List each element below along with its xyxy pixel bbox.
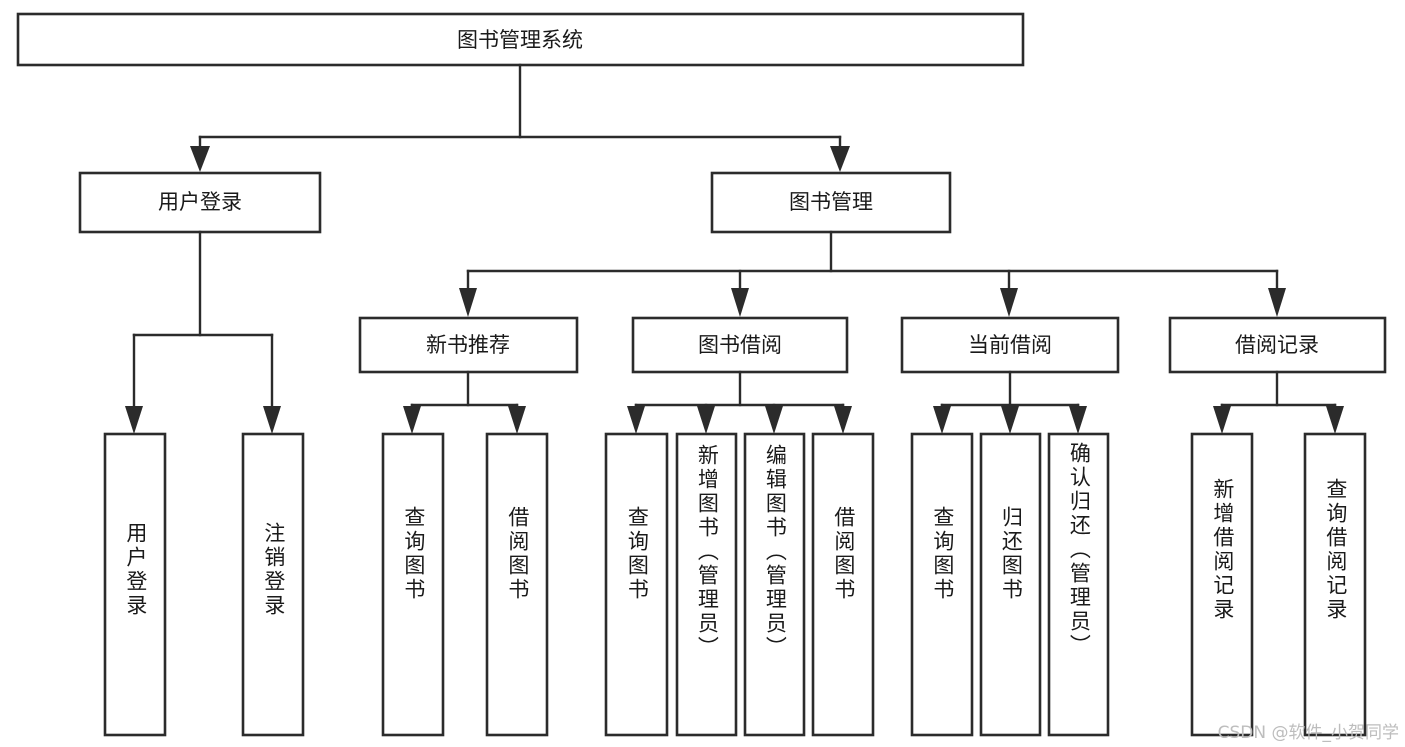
node-user-login-label: 用户登录 xyxy=(158,190,242,214)
node-root-box[interactable] xyxy=(16,12,1025,67)
node-book-borrow[interactable]: 图书借阅 xyxy=(631,316,849,374)
leaf-current-borrow-1[interactable]: 归还图书 xyxy=(981,434,1040,735)
leaf-user-login-0[interactable]: 用户登录 xyxy=(105,434,165,735)
arrow-head-icon xyxy=(1268,288,1286,317)
arrow-head-icon xyxy=(765,406,783,434)
arrow-head-icon xyxy=(731,288,749,317)
node-new-book-recommend-box[interactable] xyxy=(358,316,579,374)
leaf-book-borrow-2[interactable]: 编辑图书（管理员） xyxy=(745,434,804,735)
leaf-label-book-borrow-1: 新增图书（管理员） xyxy=(695,444,720,660)
node-borrow-record-label: 借阅记录 xyxy=(1235,333,1319,357)
leaf-book-borrow-3[interactable]: 借阅图书 xyxy=(813,434,873,735)
node-borrow-record[interactable]: 借阅记录 xyxy=(1168,316,1387,374)
leaf-user-login-1[interactable]: 注销登录 xyxy=(243,434,303,735)
arrow-head-icon xyxy=(403,406,421,434)
connector-user-login-to-leaves xyxy=(125,230,281,434)
leaf-new-book-0[interactable]: 查询图书 xyxy=(383,434,443,735)
leaf-box-borrow-record-0[interactable] xyxy=(1190,432,1254,737)
watermark: CSDN @软件_小贺同学 xyxy=(1217,723,1399,743)
leaf-borrow-record-1[interactable]: 查询借阅记录 xyxy=(1305,434,1365,735)
arrow-head-icon xyxy=(459,288,477,317)
arrow-head-icon xyxy=(933,406,951,434)
leaf-label-current-borrow-0: 查询图书 xyxy=(930,506,955,602)
leaf-box-book-borrow-0[interactable] xyxy=(604,432,669,737)
leaf-label-book-borrow-2: 编辑图书（管理员） xyxy=(763,444,788,660)
leaf-box-borrow-record-1[interactable] xyxy=(1303,432,1367,737)
connector-book-management-to-level3 xyxy=(459,230,1286,317)
arrow-head-icon xyxy=(125,406,143,434)
arrow-head-icon xyxy=(1326,406,1344,434)
arrow-head-icon xyxy=(1001,406,1019,434)
leaf-current-borrow-0[interactable]: 查询图书 xyxy=(912,434,972,735)
leaf-box-user-login-0[interactable] xyxy=(103,432,167,737)
node-root[interactable]: 图书管理系统 xyxy=(16,12,1025,67)
leaf-label-new-book-1: 借阅图书 xyxy=(505,506,530,602)
connector-book-borrow-to-leaves xyxy=(627,370,852,434)
leaf-box-book-borrow-2[interactable] xyxy=(743,432,806,737)
leaf-label-current-borrow-2: 确认归还（管理员） xyxy=(1067,442,1092,658)
arrow-head-icon xyxy=(263,406,281,434)
arrow-head-icon xyxy=(1000,288,1018,317)
node-new-book-recommend[interactable]: 新书推荐 xyxy=(358,316,579,374)
arrow-head-icon xyxy=(1213,406,1231,434)
leaf-book-borrow-0[interactable]: 查询图书 xyxy=(606,434,667,735)
node-user-login[interactable]: 用户登录 xyxy=(78,171,322,234)
leaf-box-user-login-1[interactable] xyxy=(241,432,305,737)
leaf-label-new-book-0: 查询图书 xyxy=(401,506,426,602)
arrow-head-icon xyxy=(508,406,526,434)
leaf-new-book-1[interactable]: 借阅图书 xyxy=(487,434,547,735)
leaf-book-borrow-1[interactable]: 新增图书（管理员） xyxy=(677,434,736,735)
leaf-box-current-borrow-2[interactable] xyxy=(1047,432,1110,737)
leaf-label-borrow-record-1: 查询借阅记录 xyxy=(1323,478,1348,622)
arrow-head-icon xyxy=(697,406,715,434)
leaf-box-current-borrow-1[interactable] xyxy=(979,432,1042,737)
node-book-borrow-box[interactable] xyxy=(631,316,849,374)
leaf-label-current-borrow-1: 归还图书 xyxy=(999,506,1024,602)
leaf-box-new-book-1[interactable] xyxy=(485,432,549,737)
arrow-head-icon xyxy=(627,406,645,434)
leaf-label-borrow-record-0: 新增借阅记录 xyxy=(1210,478,1235,622)
connector-new-book-recommend-to-leaves xyxy=(403,370,526,434)
node-current-borrow-label: 当前借阅 xyxy=(968,333,1052,357)
arrow-head-icon xyxy=(830,146,850,172)
node-current-borrow[interactable]: 当前借阅 xyxy=(900,316,1120,374)
node-book-borrow-label: 图书借阅 xyxy=(698,333,782,357)
arrow-head-icon xyxy=(1069,406,1087,434)
node-current-borrow-box[interactable] xyxy=(900,316,1120,374)
leaf-label-book-borrow-0: 查询图书 xyxy=(625,506,650,602)
arrow-head-icon xyxy=(834,406,852,434)
leaf-current-borrow-2[interactable]: 确认归还（管理员） xyxy=(1049,434,1108,735)
leaf-label-user-login-1: 注销登录 xyxy=(261,522,286,618)
node-new-book-recommend-label: 新书推荐 xyxy=(426,333,510,357)
connector-borrow-record-to-leaves xyxy=(1213,370,1344,434)
leaf-label-book-borrow-3: 借阅图书 xyxy=(831,506,856,602)
leaf-box-book-borrow-1[interactable] xyxy=(675,432,738,737)
connector-current-borrow-to-leaves xyxy=(933,370,1087,434)
leaf-box-new-book-0[interactable] xyxy=(381,432,445,737)
leaf-label-user-login-0: 用户登录 xyxy=(123,522,148,618)
leaf-box-book-borrow-3[interactable] xyxy=(811,432,875,737)
node-root-label: 图书管理系统 xyxy=(457,28,583,52)
connector-root-to-level2 xyxy=(190,63,850,172)
leaf-box-current-borrow-0[interactable] xyxy=(910,432,974,737)
arrow-head-icon xyxy=(190,146,210,172)
node-book-management-label: 图书管理 xyxy=(789,190,873,214)
leaf-borrow-record-0[interactable]: 新增借阅记录 xyxy=(1192,434,1252,735)
node-book-management[interactable]: 图书管理 xyxy=(710,171,952,234)
